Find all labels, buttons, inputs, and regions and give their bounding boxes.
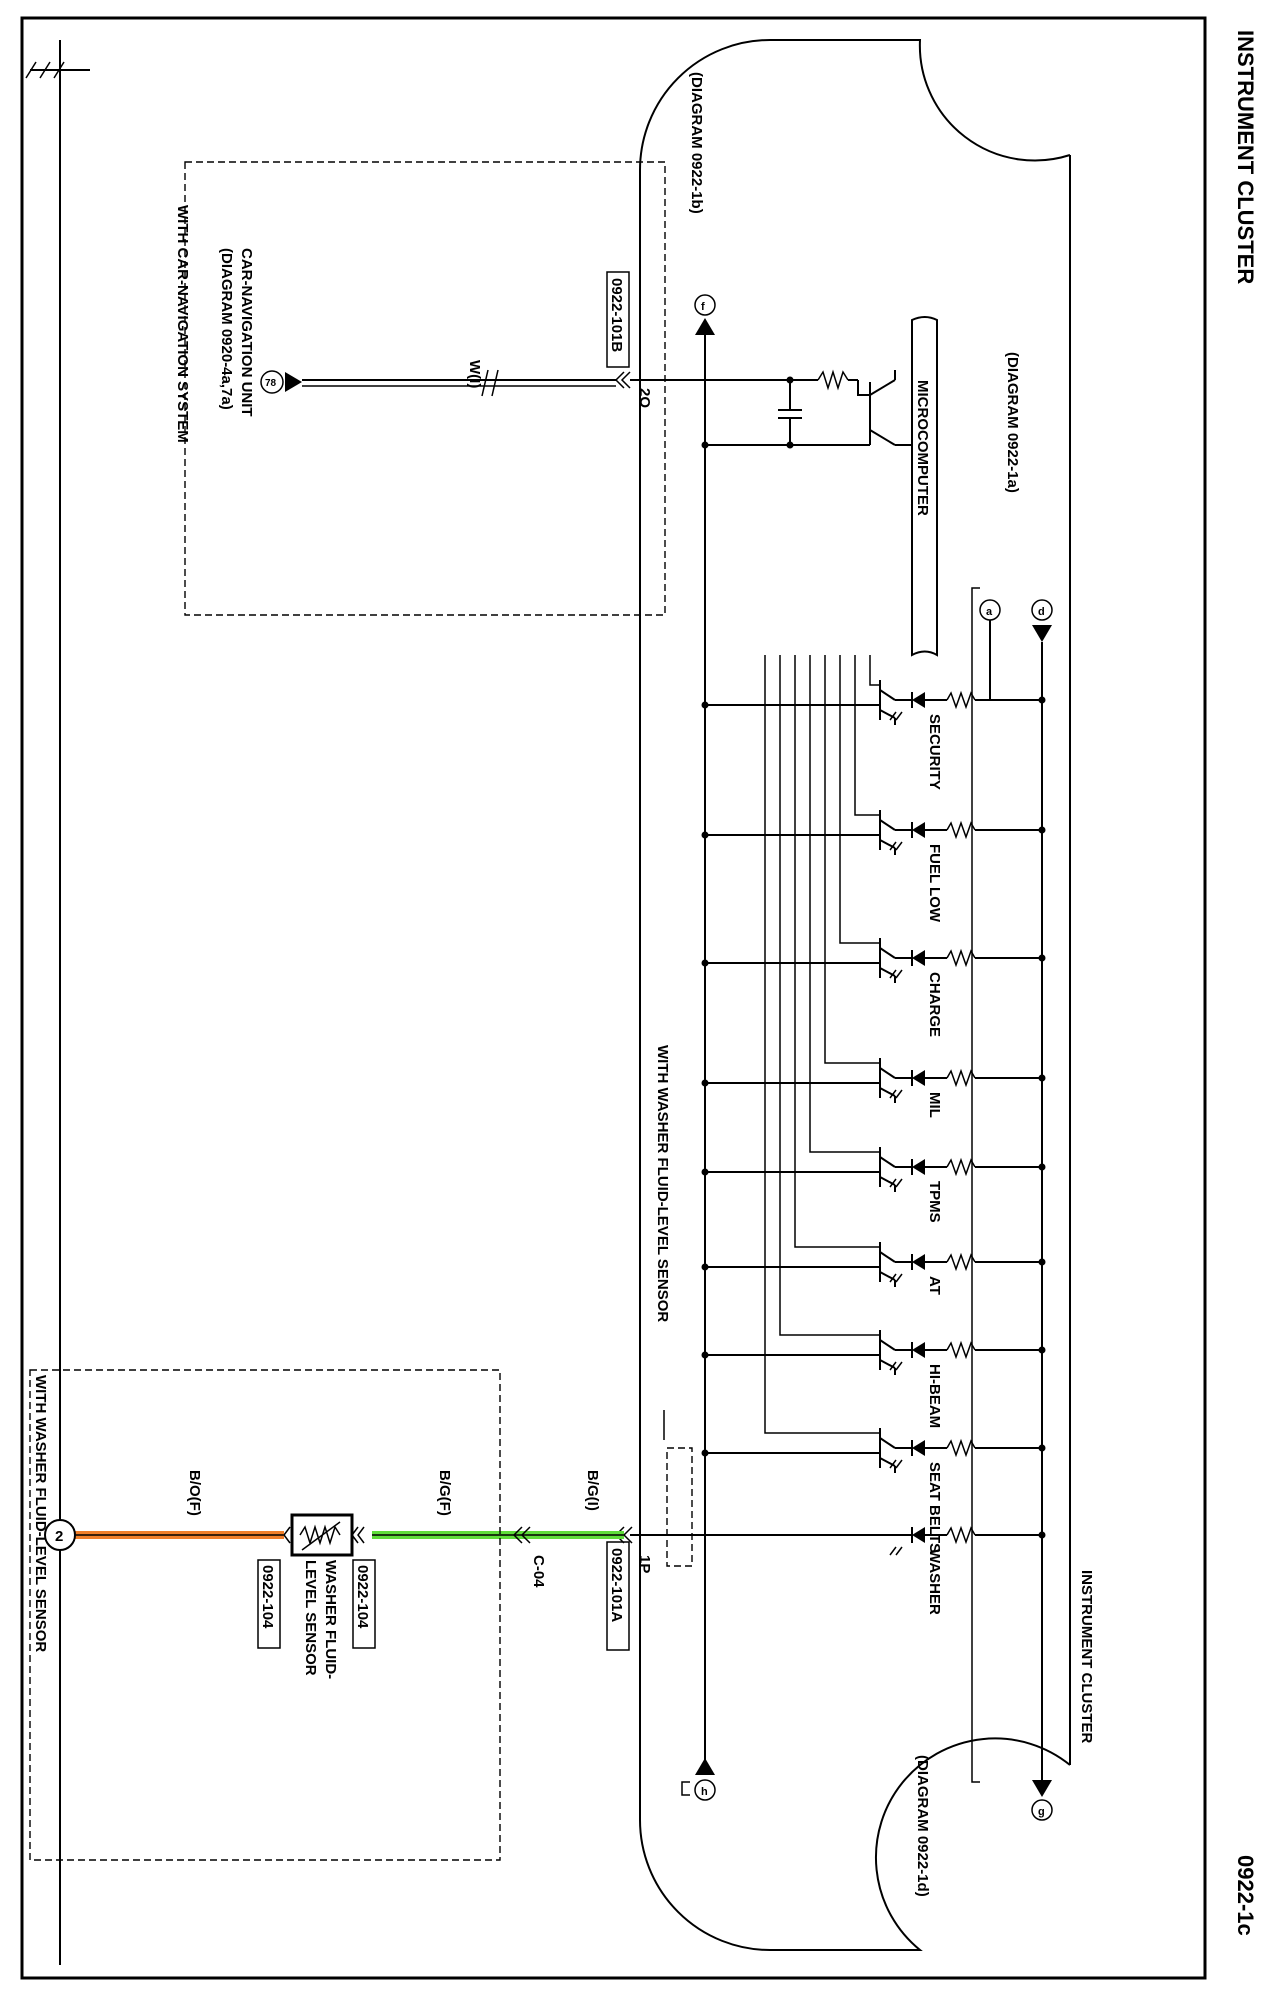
indicator-row-at: AT	[701, 655, 1046, 1295]
nav-transistor	[630, 369, 912, 449]
nav-terminal-78: 78	[260, 370, 302, 394]
pin-1p: 1P	[636, 1555, 653, 1573]
indicator-label: TPMS	[926, 1181, 943, 1223]
wire-bo-f: B/O(F)	[186, 1470, 203, 1516]
indicator-label: HI-BEAM	[926, 1364, 943, 1428]
washer-note-inside: WITH WASHER FLUID-LEVEL SENSOR	[654, 1045, 671, 1322]
indicator-row-mil: MIL	[701, 655, 1046, 1118]
page-title: INSTRUMENT CLUSTER	[1233, 30, 1258, 284]
terminal-g: g	[1031, 1780, 1053, 1821]
indicator-label: WASHER	[926, 1549, 943, 1615]
nav-wire-color: W(I)	[466, 360, 483, 388]
sensor-label-1: WASHER FLUID-	[322, 1560, 339, 1679]
svg-text:g: g	[1038, 1806, 1045, 1818]
svg-text:d: d	[1038, 606, 1045, 618]
wire-bg-f: B/G(F)	[436, 1470, 453, 1516]
nav-unit-ref: (DIAGRAM 0920-4a,7a)	[218, 248, 235, 410]
indicator-row-charge: CHARGE	[701, 655, 1046, 1037]
cluster-ref-bottom: (DIAGRAM 0922-1d)	[914, 1755, 931, 1897]
indicator-rows: SECURITY FUEL LOW CHARGE MIL TPMS AT HI-BEAM SE…	[630, 620, 1046, 1615]
washer-option-dashbox-inner	[666, 1447, 693, 1567]
indicator-row-tpms: TPMS	[701, 655, 1046, 1223]
pin-2o: 2O	[636, 388, 653, 408]
nav-wire-break	[481, 369, 499, 397]
indicator-row-hi-beam: HI-BEAM	[701, 655, 1046, 1428]
cluster-brace-bottom	[681, 1781, 690, 1796]
svg-text:0922-101A: 0922-101A	[608, 1548, 625, 1622]
cluster-ref-left: (DIAGRAM 0922-1b)	[688, 72, 705, 214]
ground-point-2: 2	[44, 1519, 76, 1551]
svg-text:a: a	[986, 606, 993, 618]
washer-sensor	[283, 1513, 365, 1557]
page-frame	[20, 16, 1207, 1980]
indicator-label: MIL	[926, 1092, 943, 1118]
terminal-d: d	[1031, 599, 1053, 642]
connector-c04-symbol	[512, 1526, 531, 1544]
svg-text:0922-104: 0922-104	[354, 1565, 371, 1629]
svg-text:2: 2	[55, 1528, 63, 1545]
connector-0922-101b: 0922-101B	[606, 271, 630, 368]
cluster-label: INSTRUMENT CLUSTER	[1078, 1570, 1095, 1743]
indicator-label: SECURITY	[926, 714, 943, 790]
connector-0922-101a: 0922-101A	[606, 1541, 630, 1651]
indicator-label: SEAT BELTS	[926, 1462, 943, 1553]
connector-0922-104-b: 0922-104	[257, 1559, 281, 1649]
indicator-row-security: SECURITY	[701, 655, 1046, 790]
ground-symbol	[25, 61, 90, 79]
svg-text:h: h	[701, 1786, 708, 1798]
indicator-row-washer: WASHER	[630, 1525, 1046, 1615]
svg-text:0922-104: 0922-104	[259, 1565, 276, 1629]
cluster-outline	[639, 39, 1071, 1951]
indicator-label: CHARGE	[926, 972, 943, 1037]
indicator-row-fuel-low: FUEL LOW	[701, 655, 1046, 923]
washer-option-box	[29, 1369, 501, 1861]
nav-option-note: WITH CAR-NAVIGATION SYSTEM	[174, 205, 191, 443]
cluster-ref-top: (DIAGRAM 0922-1a)	[1004, 352, 1021, 493]
cluster-brace-top	[971, 587, 980, 1783]
microcomputer-block: MICROCOMPUTER	[911, 316, 938, 657]
svg-text:f: f	[701, 301, 705, 313]
nav-option-box	[184, 161, 666, 616]
terminal-h: h	[694, 1758, 716, 1801]
washer-option-note: WITH WASHER FLUID-LEVEL SENSOR	[32, 1375, 49, 1652]
svg-text:0922-101B: 0922-101B	[608, 278, 625, 352]
sensor-label-2: LEVEL SENSOR	[302, 1560, 319, 1676]
connector-2o-symbol	[614, 371, 631, 389]
wire-bg-i: B/G(I)	[584, 1470, 601, 1511]
terminal-a-link	[975, 620, 991, 701]
terminal-a: a	[979, 599, 1001, 621]
indicator-row-seat-belts: SEAT BELTS	[701, 655, 1046, 1553]
svg-text:78: 78	[265, 378, 277, 389]
connector-0922-104-a: 0922-104	[352, 1559, 376, 1649]
microcomputer-label: MICROCOMPUTER	[914, 380, 931, 516]
nav-unit-label: CAR-NAVIGATION UNIT	[238, 248, 255, 417]
indicator-label: FUEL LOW	[926, 844, 943, 923]
connector-c04: C-04	[530, 1555, 547, 1588]
terminal-f: f	[694, 294, 716, 335]
page-code: 0922-1c	[1233, 1855, 1258, 1936]
indicator-label: AT	[926, 1276, 943, 1295]
